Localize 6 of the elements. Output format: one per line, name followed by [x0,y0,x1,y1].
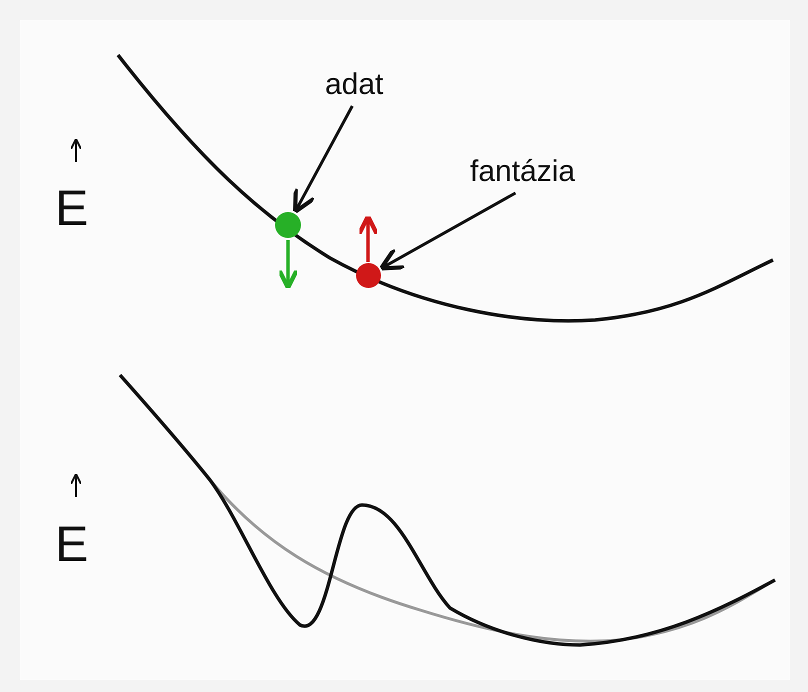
leader-arrow [378,192,516,271]
callout-text: fantázia [470,155,576,189]
axis-label: E [55,182,88,234]
axis-label: E [55,518,88,570]
callout-text: adat [325,68,384,102]
leader-arrow [292,105,354,214]
